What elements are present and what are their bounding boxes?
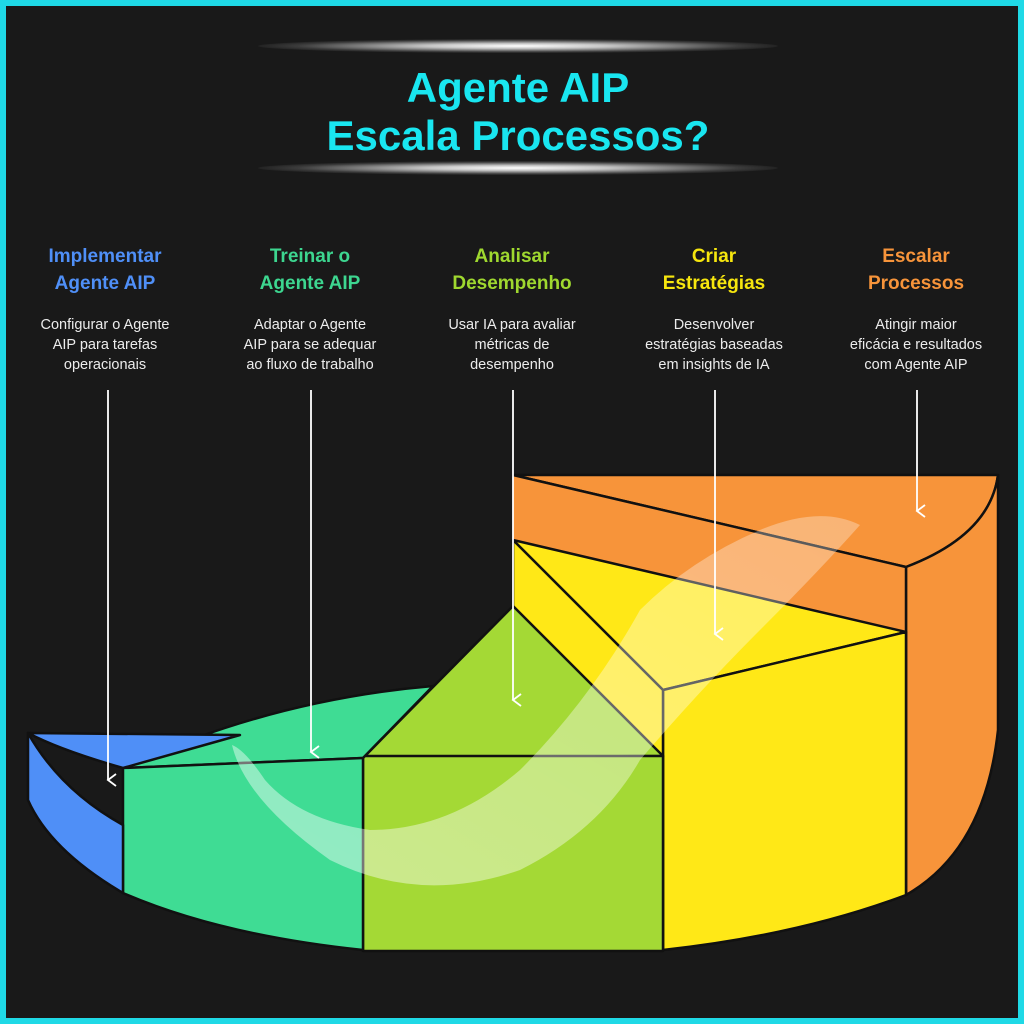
- title-line-2: Escala Processos?: [326, 112, 710, 159]
- step-desc-line: em insights de IA: [658, 357, 770, 373]
- gloss-highlight: [232, 516, 860, 886]
- step-desc-line: com Agente AIP: [864, 357, 968, 373]
- step-desc-line: AIP para tarefas: [52, 337, 158, 353]
- step-desc-line: Configurar o Agente: [40, 317, 170, 333]
- step-description: Desenvolver estratégias baseadas em insi…: [619, 315, 809, 375]
- step-title: Analisar Desempenho: [417, 243, 607, 297]
- step-title-line: Estratégias: [662, 273, 766, 294]
- step-desc-line: eficácia e resultados: [849, 337, 983, 353]
- step-title-line: Agente AIP: [259, 273, 361, 294]
- step-escalar: Escalar Processos Atingir maior eficácia…: [821, 243, 1011, 375]
- step-desc-line: Adaptar o Agente: [253, 317, 367, 333]
- step-description: Configurar o Agente AIP para tarefas ope…: [10, 315, 200, 375]
- step-title-line: Agente AIP: [54, 273, 156, 294]
- title-glow-top: [258, 39, 778, 53]
- step-title: Implementar Agente AIP: [10, 243, 200, 297]
- step-treinar: Treinar o Agente AIP Adaptar o Agente AI…: [215, 243, 405, 375]
- step-title-line: Criar: [691, 246, 737, 267]
- step-desc-line: operacionais: [63, 357, 147, 373]
- step-title-line: Implementar: [48, 246, 162, 267]
- step-title: Escalar Processos: [821, 243, 1011, 297]
- step-desc-line: desempenho: [470, 357, 554, 373]
- step-desc-line: Usar IA para avaliar: [448, 317, 576, 333]
- step-description: Adaptar o Agente AIP para se adequar ao …: [215, 315, 405, 375]
- title-glow-bottom: [258, 161, 778, 175]
- title-line-1: Agente AIP: [406, 64, 630, 111]
- step-title-line: Processos: [867, 273, 965, 294]
- step-desc-line: métricas de: [474, 337, 550, 353]
- step-title: Criar Estratégias: [619, 243, 809, 297]
- step-analisar: Analisar Desempenho Usar IA para avaliar…: [417, 243, 607, 375]
- step-desc-line: Atingir maior: [875, 317, 957, 333]
- segment-treinar-agente: [121, 684, 435, 952]
- step-implementar: Implementar Agente AIP Configurar o Agen…: [10, 243, 200, 375]
- step-title-line: Analisar: [474, 246, 550, 267]
- step-desc-line: AIP para se adequar: [243, 337, 377, 353]
- step-title-line: Desempenho: [452, 273, 572, 294]
- step-desc-line: ao fluxo de trabalho: [246, 357, 374, 373]
- step-description: Usar IA para avaliar métricas de desempe…: [417, 315, 607, 375]
- step-desc-line: estratégias baseadas: [645, 337, 783, 353]
- step-title-line: Treinar o: [269, 246, 351, 267]
- step-description: Atingir maior eficácia e resultados com …: [821, 315, 1011, 375]
- segment-implementar-agente: [26, 731, 242, 895]
- step-criar: Criar Estratégias Desenvolver estratégia…: [619, 243, 809, 375]
- page-title: Agente AIP Escala Processos?: [6, 64, 1024, 160]
- step-title-line: Escalar: [882, 246, 950, 267]
- step-desc-line: Desenvolver: [673, 317, 755, 333]
- step-title: Treinar o Agente AIP: [215, 243, 405, 297]
